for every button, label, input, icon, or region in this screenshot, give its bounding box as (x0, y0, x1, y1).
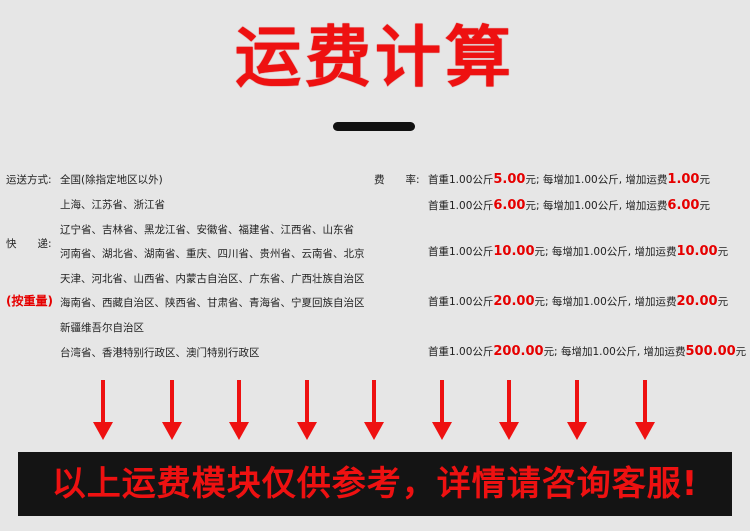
region-row: 辽宁省、吉林省、黑龙江省、安徽省、福建省、江西省、山东省 (60, 224, 354, 236)
shipping-method-label: 运送方式: (6, 174, 52, 186)
rate-row: 首重1.00公斤200.00元; 每增加1.00公斤, 增加运费500.00元 (428, 344, 746, 360)
rate-first-weight-text: 首重1.00公斤 (428, 296, 494, 308)
region-row: 上海、江苏省、浙江省 (60, 199, 165, 211)
rate-first-price: 6.00 (493, 198, 526, 213)
rate-unit: 元 (717, 296, 729, 308)
down-arrow-icon (297, 380, 317, 442)
rate-row: 首重1.00公斤20.00元; 每增加1.00公斤, 增加运费20.00元 (428, 294, 728, 310)
region-row: 新疆维吾尔自治区 (60, 322, 144, 334)
rate-first-price: 5.00 (493, 172, 526, 187)
rate-row: 首重1.00公斤6.00元; 每增加1.00公斤, 增加运费6.00元 (428, 198, 710, 214)
rate-first-weight-text: 首重1.00公斤 (428, 200, 494, 212)
rate-mid-text: 元; 每增加1.00公斤, 增加运费 (543, 346, 686, 358)
rate-mid-text: 元; 每增加1.00公斤, 增加运费 (525, 200, 668, 212)
rate-row: 首重1.00公斤10.00元; 每增加1.00公斤, 增加运费10.00元 (428, 244, 728, 260)
rate-additional-price: 10.00 (676, 244, 718, 259)
by-weight-label: (按重量) (6, 294, 53, 308)
page-title: 运费计算 (235, 19, 515, 96)
down-arrow-icon (162, 380, 182, 442)
down-arrow-icon (364, 380, 384, 442)
down-arrow-icon (635, 380, 655, 442)
region-row: 河南省、湖北省、湖南省、重庆、四川省、贵州省、云南省、北京 (60, 248, 365, 260)
notice-banner: 以上运费模块仅供参考，详情请咨询客服! (18, 452, 732, 516)
rate-mid-text: 元; 每增加1.00公斤, 增加运费 (525, 174, 668, 186)
down-arrow-icon (567, 380, 587, 442)
down-arrow-icon (229, 380, 249, 442)
rate-first-weight-text: 首重1.00公斤 (428, 246, 494, 258)
down-arrow-icon (432, 380, 452, 442)
region-row: 天津、河北省、山西省、内蒙古自治区、广东省、广西壮族自治区 (60, 273, 365, 285)
fee-rate-label: 费 率: (374, 174, 420, 186)
rate-row: 首重1.00公斤5.00元; 每增加1.00公斤, 增加运费1.00元 (428, 172, 710, 188)
rate-mid-text: 元; 每增加1.00公斤, 增加运费 (534, 296, 677, 308)
rate-unit: 元 (735, 346, 747, 358)
rate-first-weight-text: 首重1.00公斤 (428, 346, 494, 358)
rate-first-weight-text: 首重1.00公斤 (428, 174, 494, 186)
region-row: 台湾省、香港特别行政区、澳门特别行政区 (60, 347, 260, 359)
rate-unit: 元 (699, 200, 710, 212)
rate-additional-price: 500.00 (685, 344, 736, 359)
down-arrow-icon (499, 380, 519, 442)
rate-unit: 元 (717, 246, 729, 258)
rate-additional-price: 20.00 (676, 294, 718, 309)
rate-first-price: 200.00 (493, 344, 544, 359)
rate-first-price: 20.00 (493, 294, 535, 309)
express-label: 快 递: (6, 238, 52, 250)
region-row: 海南省、西藏自治区、陕西省、甘肃省、青海省、宁夏回族自治区 (60, 297, 365, 309)
title-underline (333, 122, 415, 131)
rate-additional-price: 1.00 (667, 172, 700, 187)
rate-first-price: 10.00 (493, 244, 535, 259)
rate-unit: 元 (699, 174, 710, 186)
region-row: 全国(除指定地区以外) (60, 174, 163, 186)
rate-additional-price: 6.00 (667, 198, 700, 213)
rate-mid-text: 元; 每增加1.00公斤, 增加运费 (534, 246, 677, 258)
down-arrow-icon (93, 380, 113, 442)
